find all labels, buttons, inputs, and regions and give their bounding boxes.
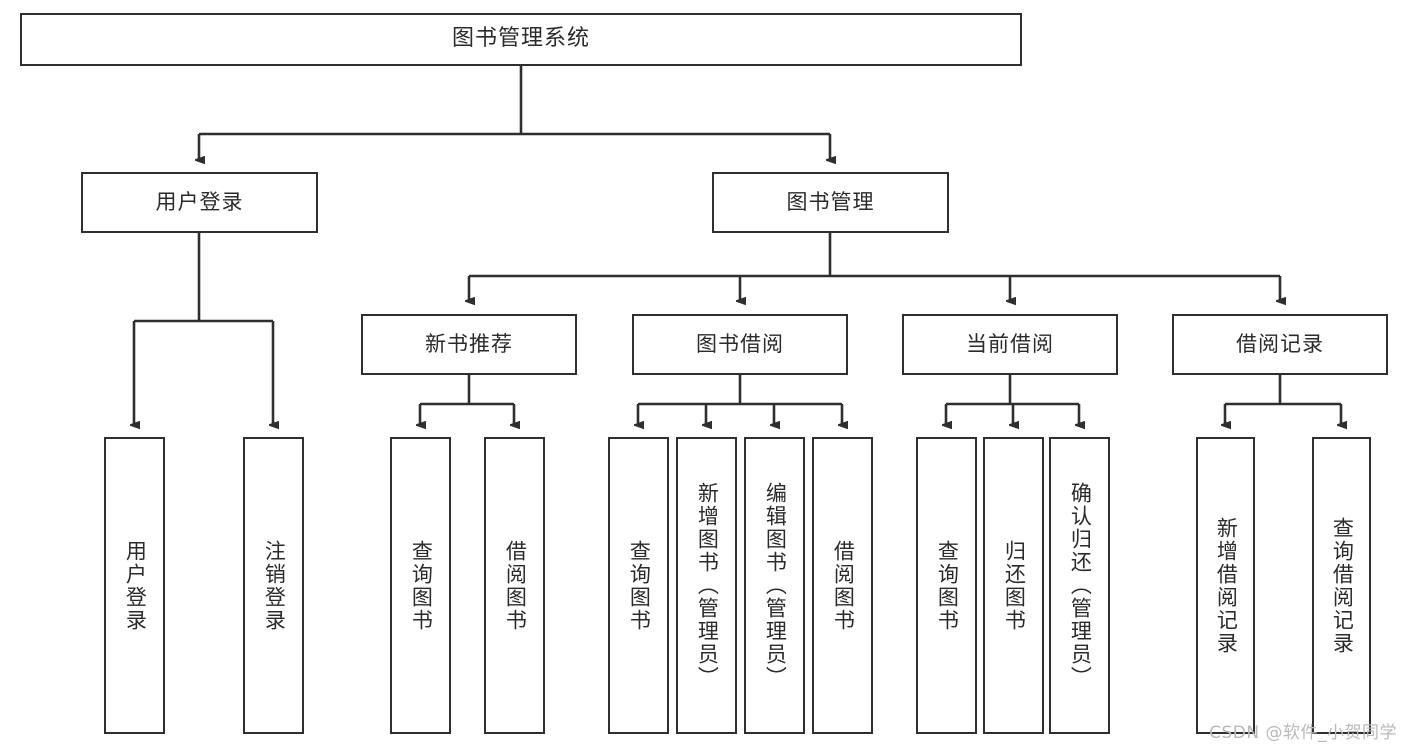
node-user-login[interactable]: 用户登录 — [81, 172, 318, 233]
node-label: 用户登录 — [123, 539, 148, 632]
node-label: 图书管理系统 — [451, 26, 590, 52]
leaf-query-book-current[interactable]: 查询图书 — [916, 437, 977, 734]
leaf-add-book-admin[interactable]: 新增图书（管理员） — [676, 437, 737, 734]
leaf-confirm-return-admin[interactable]: 确认归还（管理员） — [1049, 437, 1110, 734]
leaf-user-logout[interactable]: 注销登录 — [243, 437, 304, 734]
leaf-borrow-book-new-recommend[interactable]: 借阅图书 — [484, 437, 545, 734]
node-book-manage[interactable]: 图书管理 — [712, 172, 949, 233]
leaf-query-book-new-recommend[interactable]: 查询图书 — [390, 437, 451, 734]
node-label: 新书推荐 — [425, 331, 513, 356]
node-label: 查询图书 — [935, 539, 960, 632]
node-label: 借阅图书 — [831, 539, 856, 632]
node-borrow-record[interactable]: 借阅记录 — [1172, 314, 1388, 375]
node-label: 查询借阅记录 — [1330, 516, 1355, 655]
node-label: 借阅记录 — [1236, 331, 1324, 356]
node-label: 借阅图书 — [503, 539, 528, 632]
watermark-text: CSDN @软件_小贺同学 — [1209, 723, 1397, 743]
node-label: 确认归还（管理员） — [1068, 482, 1093, 689]
node-current-borrow[interactable]: 当前借阅 — [902, 314, 1118, 375]
node-label: 查询图书 — [627, 539, 652, 632]
node-label: 新增借阅记录 — [1214, 516, 1239, 655]
node-root-book-management-system[interactable]: 图书管理系统 — [20, 13, 1022, 66]
node-label: 用户登录 — [155, 189, 244, 214]
node-label: 注销登录 — [262, 539, 287, 632]
leaf-borrow-book[interactable]: 借阅图书 — [812, 437, 873, 734]
node-label: 归还图书 — [1002, 539, 1027, 632]
node-label: 新增图书（管理员） — [695, 482, 720, 689]
leaf-edit-book-admin[interactable]: 编辑图书（管理员） — [744, 437, 805, 734]
leaf-query-borrow-record[interactable]: 查询借阅记录 — [1312, 437, 1371, 734]
node-new-book-recommend[interactable]: 新书推荐 — [361, 314, 577, 375]
node-book-borrow[interactable]: 图书借阅 — [632, 314, 848, 375]
node-label: 查询图书 — [409, 539, 434, 632]
leaf-query-book-borrow[interactable]: 查询图书 — [608, 437, 669, 734]
node-label: 图书借阅 — [696, 331, 784, 356]
node-label: 编辑图书（管理员） — [763, 482, 788, 689]
leaf-user-login[interactable]: 用户登录 — [104, 437, 165, 734]
leaf-return-book[interactable]: 归还图书 — [983, 437, 1044, 734]
node-label: 图书管理 — [786, 189, 875, 214]
leaf-add-borrow-record[interactable]: 新增借阅记录 — [1196, 437, 1255, 734]
node-label: 当前借阅 — [966, 331, 1054, 356]
